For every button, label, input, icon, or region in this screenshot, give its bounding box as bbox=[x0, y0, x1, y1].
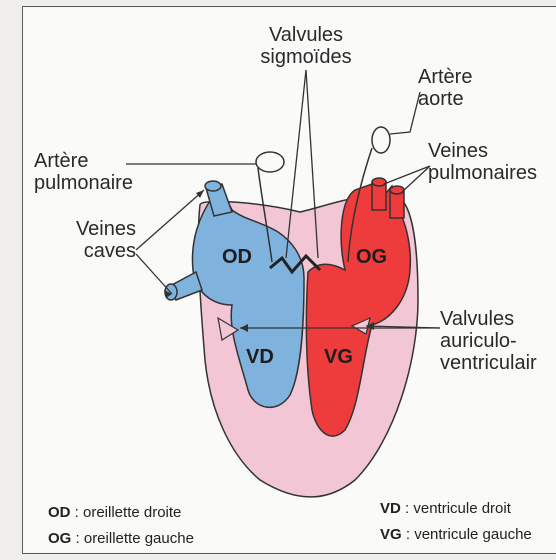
label-valvules-auriculo-ventriculaires: Valvules auriculo- ventriculair bbox=[440, 308, 537, 374]
chamber-vg: VG bbox=[324, 346, 353, 369]
chamber-od: OD bbox=[222, 246, 252, 269]
label-veines-caves: Veines caves bbox=[50, 218, 136, 262]
legend-og: OG : oreillette gauche bbox=[48, 530, 194, 547]
aorta-opening bbox=[372, 127, 390, 153]
label-veines-pulmonaires: Veines pulmonaires bbox=[428, 140, 537, 184]
label-valvules-sigmoides: Valvules sigmoïdes bbox=[248, 24, 364, 68]
vena-cava-superior-opening bbox=[205, 181, 221, 191]
legend-vd: VD : ventricule droit bbox=[380, 500, 511, 517]
chamber-og: OG bbox=[356, 246, 387, 269]
legend-od: OD : oreillette droite bbox=[48, 504, 181, 521]
chamber-vd: VD bbox=[246, 346, 274, 369]
legend-vg: VG : ventricule gauche bbox=[380, 526, 532, 543]
label-artere-pulmonaire: Artère pulmonaire bbox=[34, 150, 133, 194]
label-artere-aorte: Artère aorte bbox=[418, 66, 472, 110]
pulmonary-artery-opening bbox=[256, 152, 284, 172]
